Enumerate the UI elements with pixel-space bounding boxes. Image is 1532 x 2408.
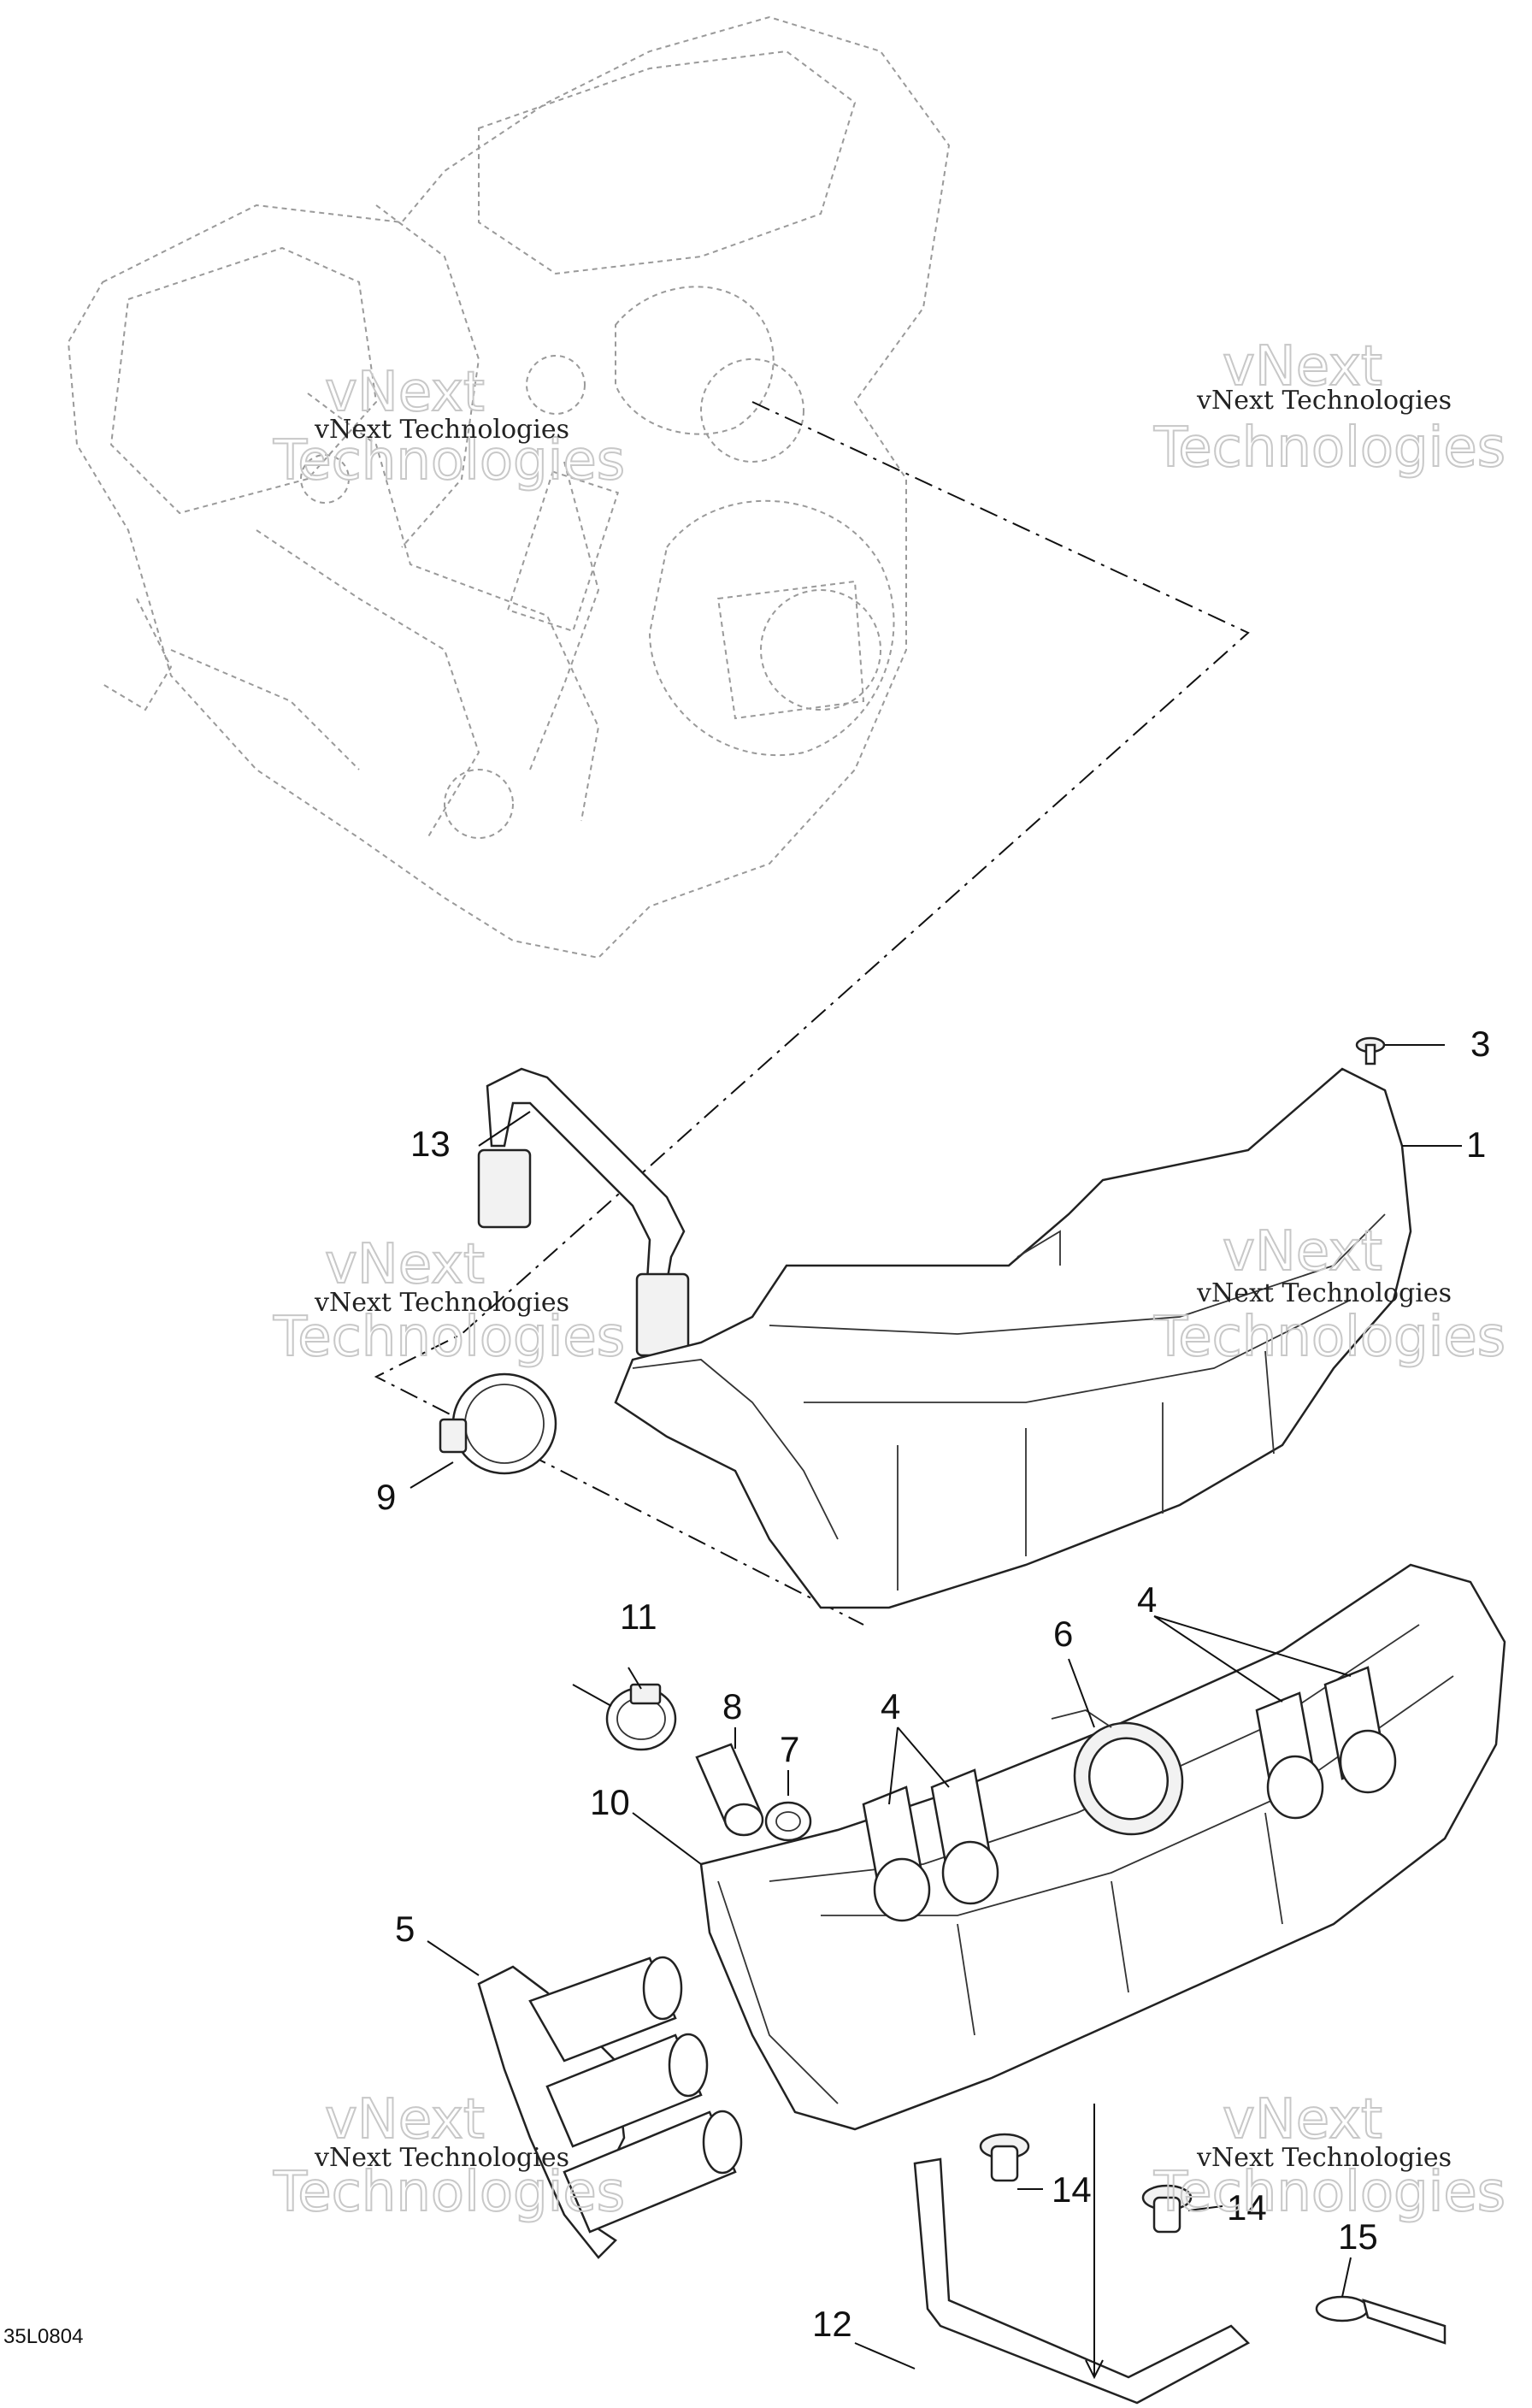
watermark-top-right: vNext Technologies vNext Technologies [1152,334,1506,481]
watermark-top-left: vNext Technologies vNext Technologies [272,360,626,493]
callout-9: 9 [376,1477,396,1517]
callout-5: 5 [395,1909,415,1949]
engine-assembly-ghost [67,15,951,959]
svg-text:vNext Technologies: vNext Technologies [314,2143,569,2173]
part-12-bracket [913,2104,1251,2405]
svg-text:vNext: vNext [325,361,485,424]
svg-text:vNext Technologies: vNext Technologies [1196,1278,1452,1308]
callout-4-left: 4 [881,1686,900,1726]
svg-text:Technologies: Technologies [273,1306,625,1369]
part-13-strap [477,1067,690,1357]
svg-text:Technologies: Technologies [1153,416,1505,480]
part-6-sleeve [1051,1709,1184,1836]
callout-15: 15 [1338,2216,1378,2257]
part-4-tubes-left [862,1768,999,1922]
part-15-tie-strap [1315,2295,1447,2345]
svg-text:vNext Technologies: vNext Technologies [1196,2143,1452,2173]
svg-text:vNext Technologies: vNext Technologies [314,1288,569,1318]
part-8-fitting [695,1743,764,1837]
part-14-stud-b [1141,2184,1193,2234]
part-11-hose-clamp [572,1683,677,1751]
leader-lines [410,1044,1462,2370]
callout-6: 6 [1053,1614,1073,1654]
svg-text:vNext: vNext [325,1233,485,1296]
part-7-grommet [764,1801,812,1842]
watermark-mid-left: vNext Technologies vNext Technologies [272,1232,626,1370]
svg-text:Technologies: Technologies [1153,2161,1505,2224]
svg-text:vNext: vNext [325,2088,485,2151]
callout-14-b: 14 [1227,2187,1267,2228]
callout-3: 3 [1470,1024,1490,1064]
part-1-top-cover [614,1067,1412,1609]
svg-text:Technologies: Technologies [273,2161,625,2224]
figure-reference-code: 35L0804 [3,2325,83,2348]
callout-14-a: 14 [1052,2169,1092,2210]
watermark-bottom-right: vNext Technologies vNext Technologies [1152,2087,1506,2225]
watermark-bottom-left: vNext Technologies vNext Technologies [272,2087,626,2225]
callout-12: 12 [812,2304,852,2344]
callout-10: 10 [590,1782,630,1822]
svg-text:vNext Technologies: vNext Technologies [314,415,569,445]
svg-text:vNext: vNext [1223,335,1382,398]
part-10-lower-housing [699,1563,1506,2131]
callout-labels: 3 1 13 9 11 8 7 6 4 4 10 5 12 14 14 15 [376,1024,1490,2344]
part-9-clamp [439,1372,557,1475]
part-5-intake-tubes [477,1956,743,2259]
callout-13: 13 [410,1124,451,1164]
svg-text:Technologies: Technologies [1153,1306,1505,1369]
callout-8: 8 [722,1686,742,1726]
svg-text:vNext: vNext [1223,2088,1382,2151]
svg-text:vNext: vNext [1223,1220,1382,1284]
part-4-tubes-right [1255,1666,1397,1820]
svg-text:Technologies: Technologies [273,429,625,493]
watermark-mid-right: vNext Technologies vNext Technologies [1152,1219,1506,1370]
part-14-stud-a [979,2133,1030,2182]
callout-1: 1 [1466,1124,1486,1165]
callout-4-right: 4 [1137,1579,1157,1620]
part-3-screw [1355,1036,1386,1065]
callout-11: 11 [620,1596,657,1637]
svg-text:vNext Technologies: vNext Technologies [1196,386,1452,416]
callout-7: 7 [780,1729,799,1769]
